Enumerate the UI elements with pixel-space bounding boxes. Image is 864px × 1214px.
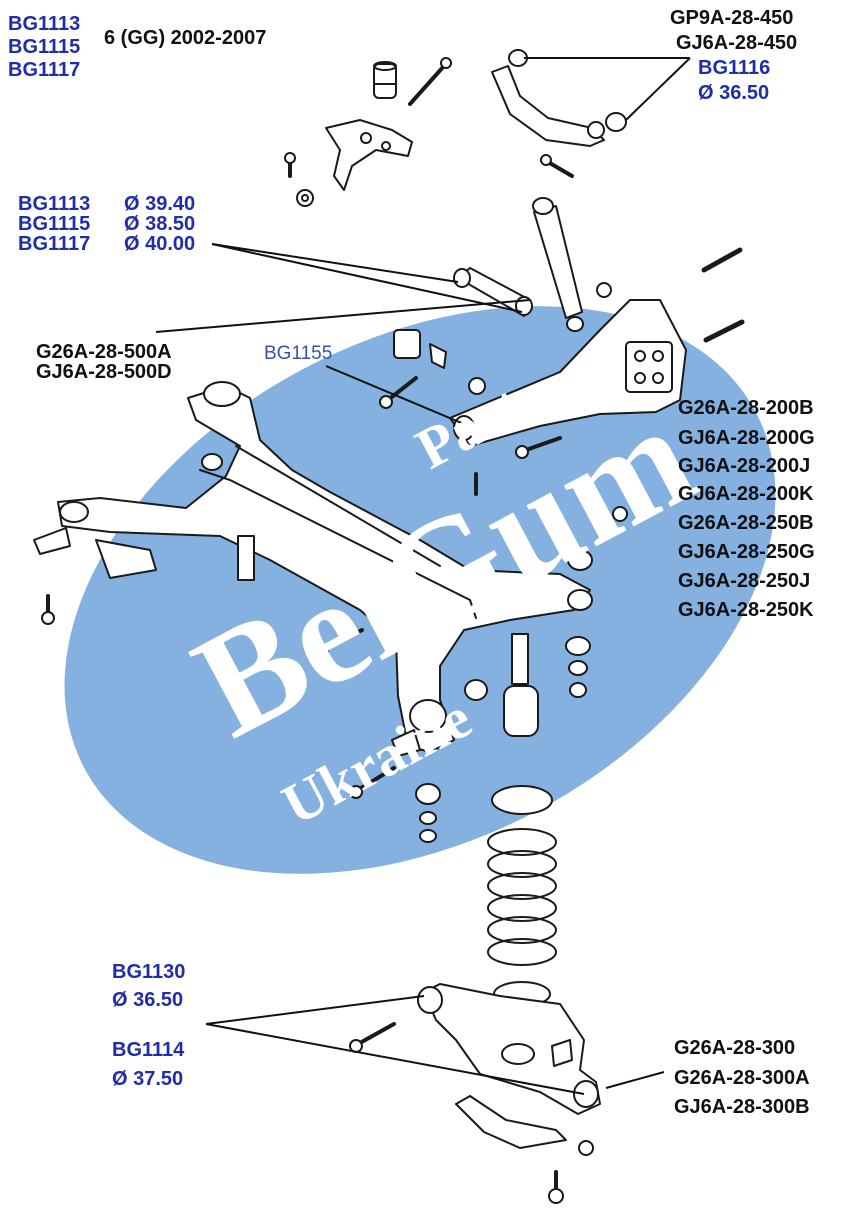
shock-absorber	[532, 197, 584, 332]
header-code: BG1115	[8, 36, 81, 58]
stabilizer-bushing	[393, 329, 447, 369]
bolt-left	[379, 376, 418, 409]
bolt-lower-left	[315, 628, 364, 659]
stabilizer-link	[455, 1095, 594, 1156]
small-bushing	[468, 377, 486, 395]
part-number: BG1155	[264, 343, 333, 364]
part-number: BG1130	[112, 961, 186, 983]
part-number: BG1113	[18, 193, 91, 215]
oem-number: GJ6A-28-200G	[678, 427, 815, 449]
oem-number: G26A-28-500A	[36, 341, 172, 363]
nut	[296, 189, 314, 207]
part-diameter: Ø 37.50	[112, 1068, 184, 1090]
oem-number: GJ6A-28-200J	[678, 455, 811, 477]
bushing-stack	[565, 506, 628, 698]
oem-number: GJ6A-28-200K	[678, 483, 814, 505]
subframe-bolt	[41, 594, 55, 625]
bolt-mid	[515, 436, 562, 459]
leader-lines	[155, 57, 691, 1095]
oem-number: G26A-28-300	[674, 1037, 796, 1059]
oem-number: GJ6A-28-300B	[674, 1096, 810, 1118]
part-number: BG1117	[18, 233, 91, 255]
lower-arm-bolt	[349, 1022, 396, 1053]
lower-control-arm	[417, 983, 601, 1115]
part-diameter: Ø 39.40	[124, 193, 196, 215]
oem-number: GJ6A-28-450	[676, 32, 798, 54]
upper-mount-bushing	[373, 61, 397, 99]
oem-number: GP9A-28-450	[670, 7, 794, 29]
bolt-right-2	[703, 319, 745, 343]
lateral-link	[453, 267, 533, 317]
oem-number: G26A-28-300A	[674, 1067, 810, 1089]
part-number: BG1116	[698, 57, 771, 79]
lower-bushings	[415, 783, 441, 843]
bolt-lower	[349, 766, 396, 799]
oem-number: GJ6A-28-250G	[678, 541, 815, 563]
upper-control-arm	[491, 49, 627, 147]
oem-number: G26A-28-250B	[678, 512, 814, 534]
header-code: BG1113	[8, 13, 81, 35]
oem-number: GJ6A-28-250J	[678, 570, 811, 592]
part-diameter: Ø 40.00	[124, 233, 196, 255]
part-diameter: Ø 36.50	[112, 989, 184, 1011]
oem-number: GJ6A-28-500D	[36, 361, 172, 383]
bottom-bolt	[548, 1170, 564, 1204]
oem-number: G26A-28-200B	[678, 397, 814, 419]
nut-right	[596, 282, 612, 298]
header-code: BG1117	[8, 59, 81, 81]
small-bolt	[284, 152, 296, 178]
part-diameter: Ø 38.50	[124, 213, 196, 235]
model-title: 6 (GG) 2002-2007	[104, 27, 267, 49]
mount-bolt	[408, 57, 452, 106]
header-codes: BG1113 BG1115 BG1117	[8, 14, 80, 80]
part-diameter: Ø 36.50	[698, 82, 770, 104]
part-number: BG1114	[112, 1039, 185, 1061]
bolt-right-1	[701, 247, 743, 273]
bump-stop	[464, 633, 539, 737]
part-number: BG1115	[18, 213, 91, 235]
arm-bolt	[540, 154, 574, 178]
oem-number: GJ6A-28-250K	[678, 599, 814, 621]
upper-bracket	[325, 119, 413, 191]
